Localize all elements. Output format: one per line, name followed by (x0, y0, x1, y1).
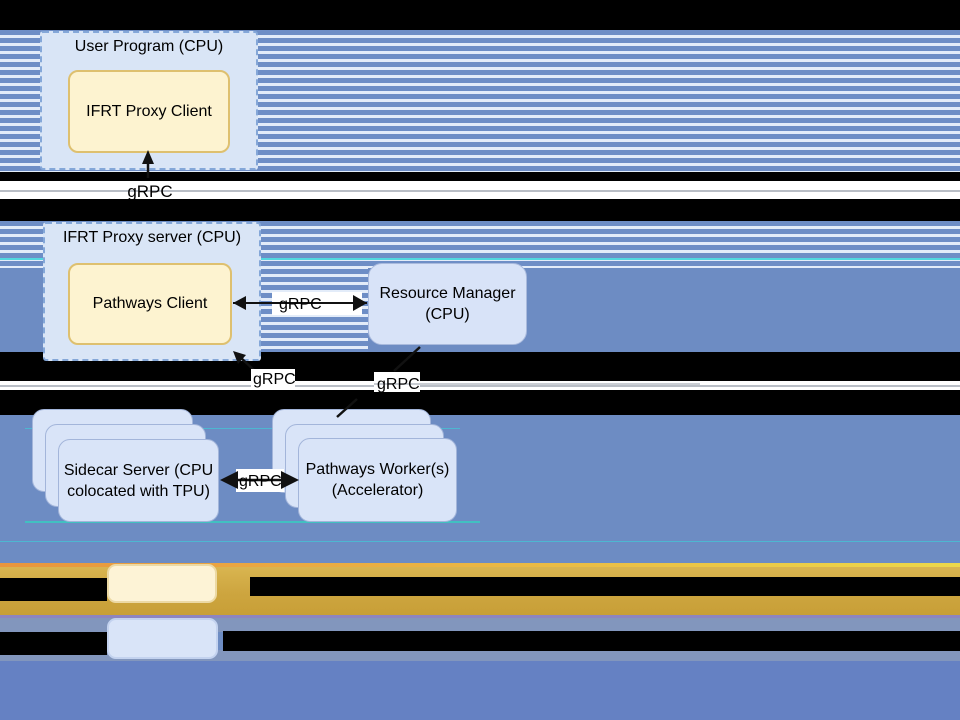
node-sidecar-server: Sidecar Server (CPU colocated with TPU) (58, 439, 219, 522)
node-resource-manager: Resource Manager (CPU) (368, 263, 527, 345)
node-pathways-client: Pathways Client (68, 263, 232, 345)
rule-line-2 (0, 385, 960, 387)
band-black-3 (0, 199, 960, 221)
node-pathways-worker: Pathways Worker(s) (Accelerator) (298, 438, 457, 522)
node-user-program-title: User Program (CPU) (74, 38, 224, 55)
node-sidecar-server-line2: colocated with TPU) (67, 482, 210, 500)
cyan-line-2 (25, 428, 460, 429)
band-top-black (0, 0, 960, 30)
node-pathways-client-label: Pathways Client (92, 295, 208, 312)
legend-row2-left-block (0, 632, 107, 655)
legend-blue-swatch (107, 618, 218, 659)
node-pathways-worker-line1: Pathways Worker(s) (305, 461, 450, 478)
band-grayblue-1 (0, 618, 960, 632)
legend-row2-redacted-label (223, 631, 960, 651)
node-pathways-worker-line2: (Accelerator) (331, 482, 424, 499)
legend-row1-redacted-label (250, 577, 960, 596)
legend-row1-left-block (0, 578, 107, 601)
band-grayblue-2 (0, 650, 960, 661)
legend-yellow-swatch (107, 564, 217, 603)
orange-line (0, 563, 960, 567)
node-ifrt-proxy-client: IFRT Proxy Client (68, 70, 230, 153)
rule-line-1 (0, 190, 960, 192)
node-ifrt-proxy-server-title: IFRT Proxy server (CPU) (62, 229, 242, 246)
node-resource-manager-line1: Resource Manager (379, 285, 516, 302)
band-blue-bottom (0, 661, 960, 720)
cyan-line-1 (0, 258, 960, 260)
band-black-2 (0, 172, 960, 181)
cyan-line-3 (25, 521, 480, 523)
stripe-patch-gap (258, 221, 368, 352)
cyan-line-4 (0, 541, 960, 542)
node-resource-manager-line2: (CPU) (425, 306, 470, 323)
node-sidecar-server-line1: Sidecar Server (CPU (63, 461, 214, 479)
node-ifrt-proxy-client-label: IFRT Proxy Client (86, 102, 212, 120)
purple-line (0, 615, 960, 618)
